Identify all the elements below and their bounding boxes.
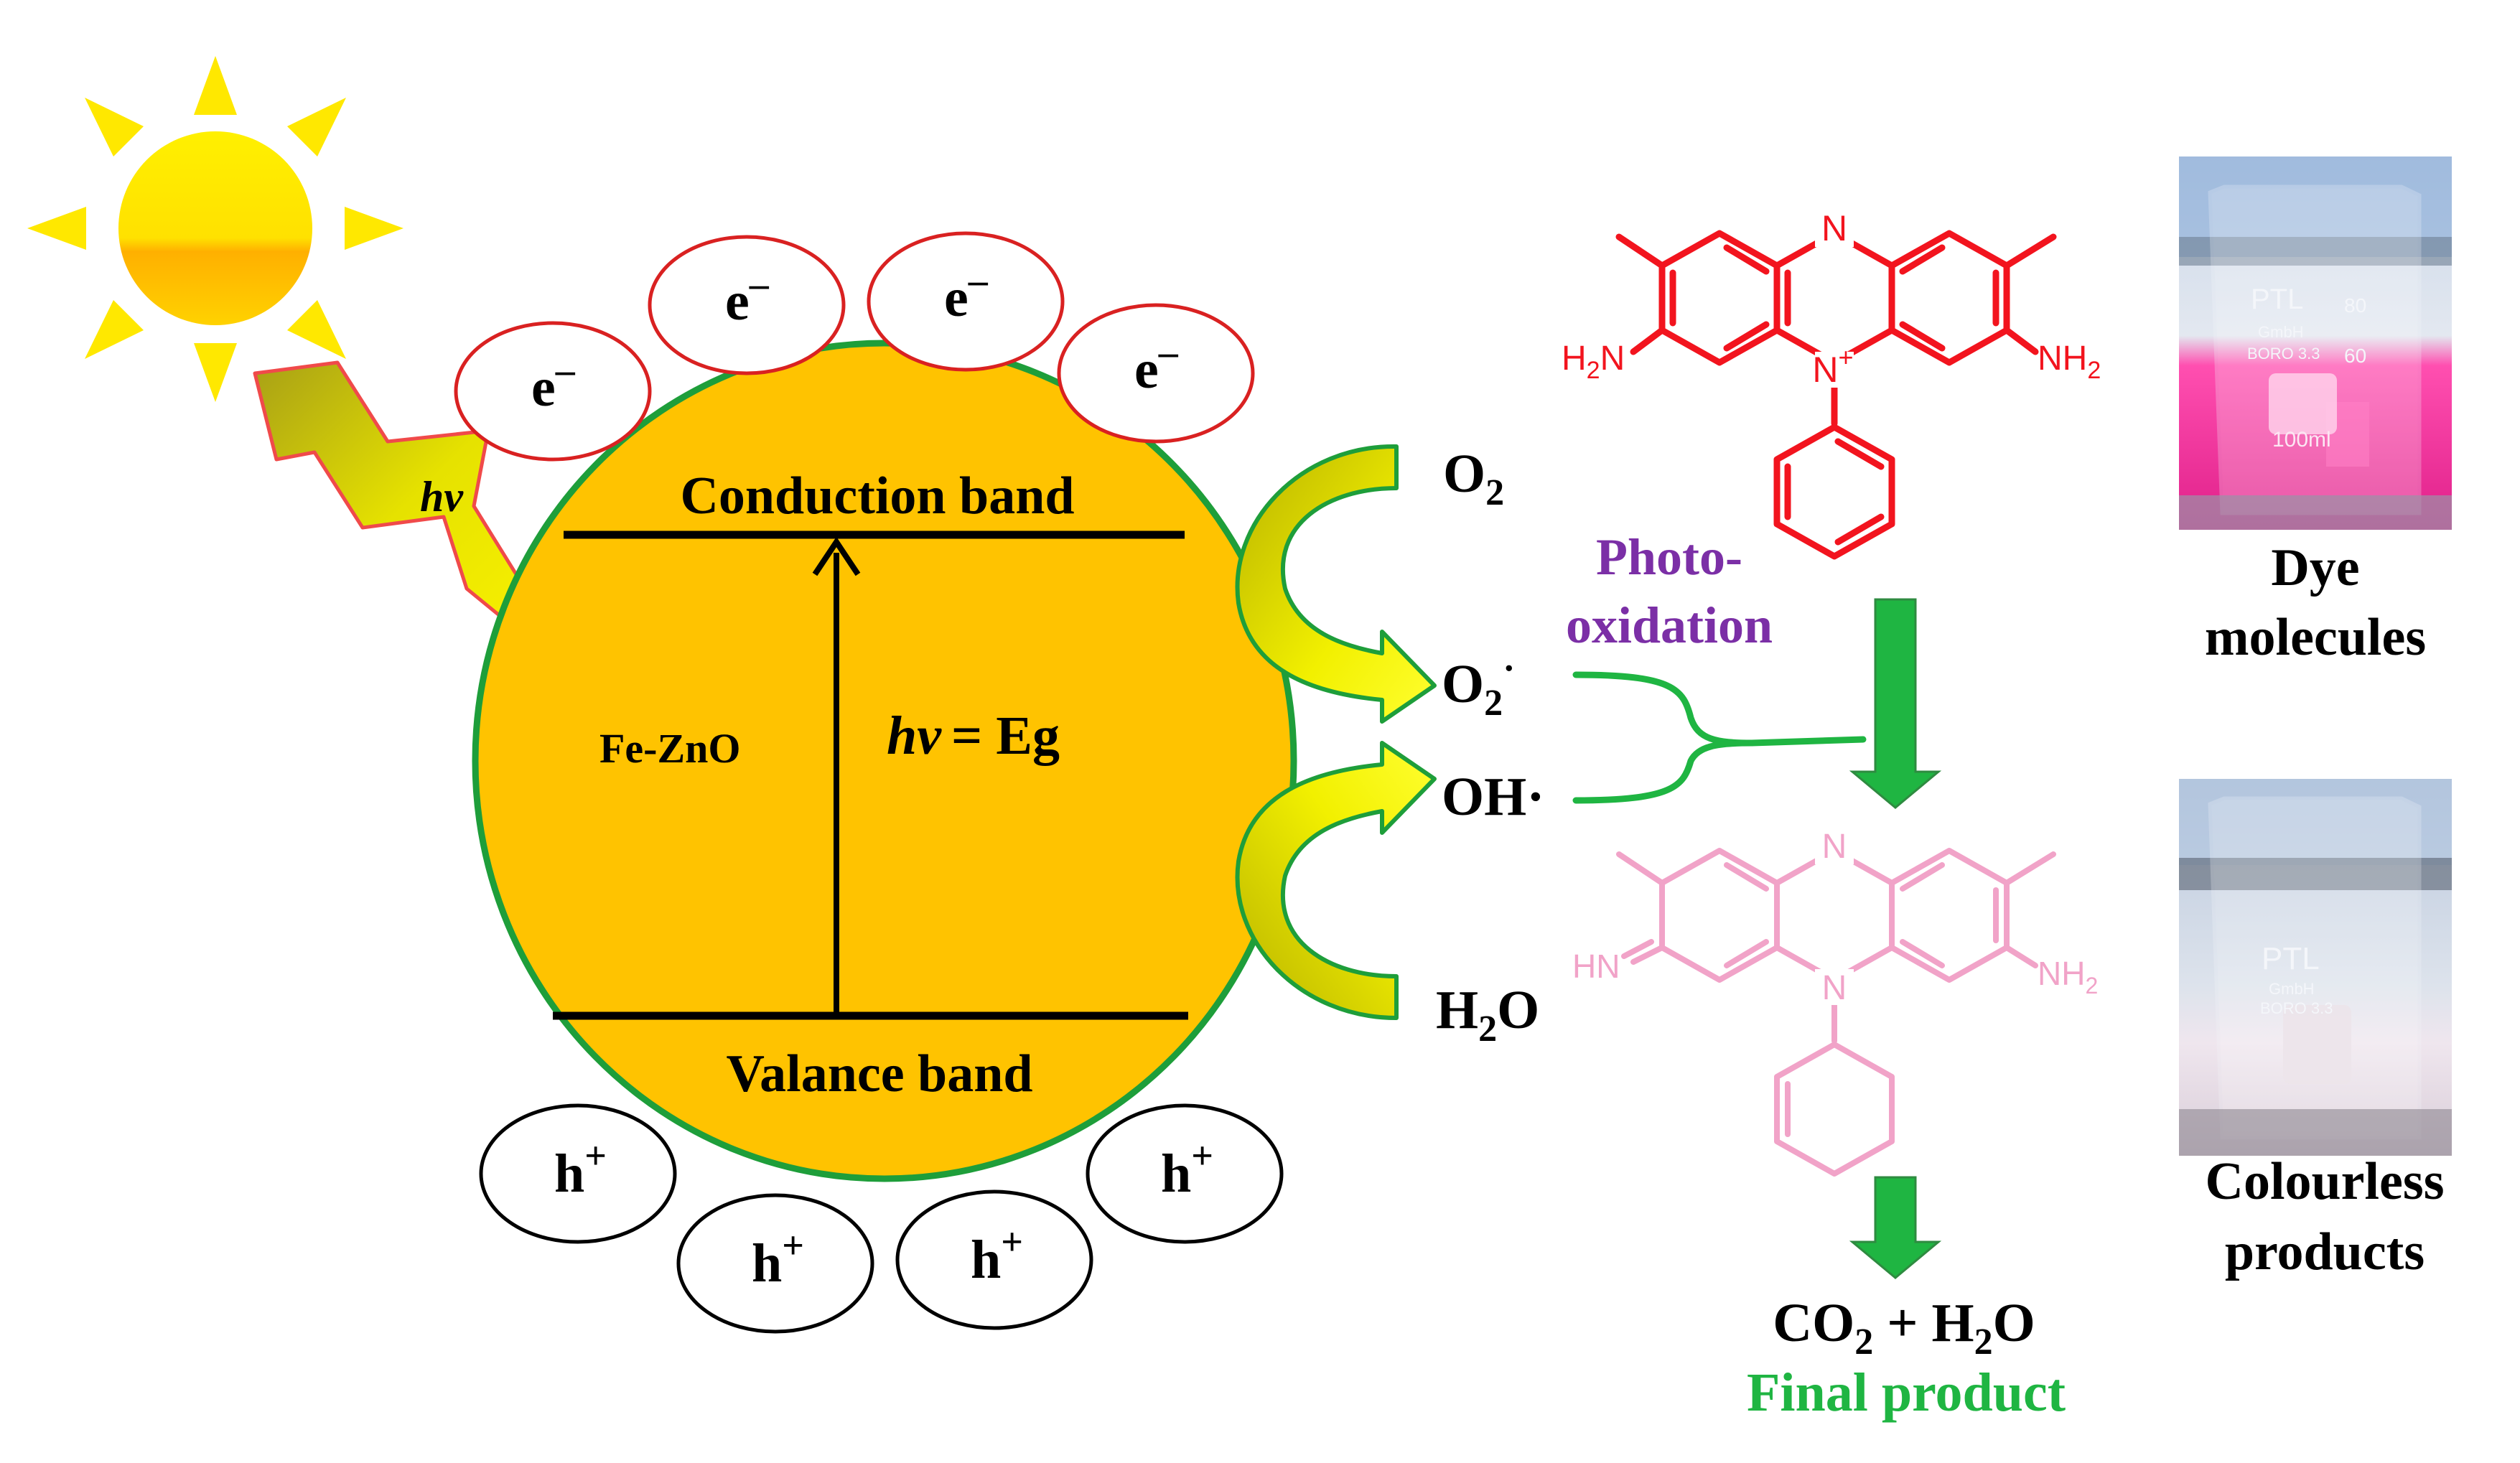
svg-text:GmbH: GmbH bbox=[2269, 980, 2315, 998]
dye-left-amine: H2N bbox=[1562, 340, 1625, 384]
svg-text:e–: e– bbox=[725, 262, 770, 332]
dye-ring-n-top: N bbox=[1821, 208, 1847, 248]
fe-zno-particle bbox=[472, 340, 1297, 1182]
bandgap-excitation-arrow bbox=[812, 536, 861, 1016]
oxygen-label: O2 bbox=[1443, 444, 1504, 513]
light-hv-label: hv bbox=[420, 473, 464, 520]
hole-3: h+ bbox=[895, 1189, 1093, 1330]
hole-1: h+ bbox=[479, 1103, 677, 1244]
svg-text:h+: h+ bbox=[1161, 1134, 1213, 1204]
final-product-label: Final product bbox=[1747, 1362, 2066, 1423]
svg-text:e–: e– bbox=[1134, 330, 1179, 400]
product-ring-n-top: N bbox=[1822, 828, 1847, 866]
reaction-down-arrow-2 bbox=[1849, 1176, 1942, 1279]
final-formula: CO2 + H2O bbox=[1773, 1293, 2035, 1362]
svg-text:h+: h+ bbox=[752, 1224, 804, 1294]
bandgap-label: hv= Eg bbox=[887, 706, 1060, 766]
product-imine: HN bbox=[1572, 948, 1620, 985]
water-oxidation-arrow bbox=[1235, 741, 1437, 1020]
svg-text:BORO 3.3: BORO 3.3 bbox=[2247, 345, 2320, 363]
reaction-down-arrow-1 bbox=[1849, 598, 1942, 809]
svg-text:h+: h+ bbox=[554, 1134, 607, 1204]
dye-molecule-structure bbox=[1615, 230, 2057, 560]
hydroxyl-label: OH· bbox=[1442, 767, 1545, 827]
svg-text:BORO 3.3: BORO 3.3 bbox=[2260, 999, 2333, 1017]
hole-4: h+ bbox=[1086, 1103, 1284, 1244]
hole-2: h+ bbox=[676, 1193, 874, 1334]
conduction-band-label: Conduction band bbox=[680, 467, 1074, 525]
svg-text:PTL: PTL bbox=[2251, 284, 2303, 315]
svg-text:e–: e– bbox=[531, 348, 576, 418]
electron-3: e– bbox=[867, 231, 1065, 372]
dye-ring-n-center: N+ bbox=[1812, 342, 1853, 390]
svg-text:PTL: PTL bbox=[2262, 941, 2320, 976]
dye-right-amine: NH2 bbox=[2038, 340, 2101, 384]
svg-text:GmbH: GmbH bbox=[2258, 323, 2304, 341]
dye-caption-line2: molecules bbox=[2205, 608, 2426, 667]
svg-text:60: 60 bbox=[2344, 345, 2366, 367]
valence-band-label: Valance band bbox=[726, 1044, 1032, 1103]
bandgap-hv: hv bbox=[887, 706, 942, 766]
product-atom-labels: N N HN NH2 bbox=[1572, 826, 2098, 1007]
sun-icon bbox=[27, 56, 403, 402]
water-label: H2O bbox=[1436, 980, 1539, 1050]
svg-text:100ml: 100ml bbox=[2272, 428, 2331, 452]
material-label: Fe-ZnO bbox=[599, 725, 741, 772]
electron-2: e– bbox=[648, 235, 846, 375]
colourless-caption-line2: products bbox=[2225, 1223, 2425, 1281]
svg-text:h+: h+ bbox=[971, 1220, 1023, 1290]
product-molecule-structure bbox=[1616, 848, 2056, 1177]
process-label-line2: oxidation bbox=[1566, 597, 1773, 654]
bandgap-eq: = Eg bbox=[951, 706, 1060, 766]
electron-4: e– bbox=[1057, 303, 1255, 444]
colourless-beaker-photo: PTL GmbH BORO 3.3 bbox=[2179, 779, 2452, 1156]
oxygen-reduction-arrow bbox=[1235, 444, 1437, 724]
svg-text:e–: e– bbox=[944, 258, 989, 328]
process-label-line1: Photo- bbox=[1596, 528, 1742, 586]
dye-beaker-photo: PTL GmbH BORO 3.3 80 60 100ml bbox=[2179, 156, 2452, 530]
hole-bubbles: h+ h+ h+ h+ bbox=[479, 1103, 1284, 1334]
electron-1: e– bbox=[454, 321, 652, 462]
electron-bubbles: e– e– e– e– bbox=[454, 231, 1255, 462]
radical-brace-connector bbox=[1572, 671, 1867, 804]
product-ring-n-center: N bbox=[1822, 969, 1847, 1007]
superoxide-label: O2· bbox=[1442, 648, 1515, 724]
product-amine: NH2 bbox=[2038, 955, 2098, 999]
dye-caption-line1: Dye bbox=[2271, 538, 2359, 597]
colourless-caption-line1: Colourless bbox=[2206, 1152, 2445, 1211]
svg-text:80: 80 bbox=[2344, 294, 2366, 317]
dye-atom-labels: N N+ H2N NH2 bbox=[1562, 208, 2101, 390]
